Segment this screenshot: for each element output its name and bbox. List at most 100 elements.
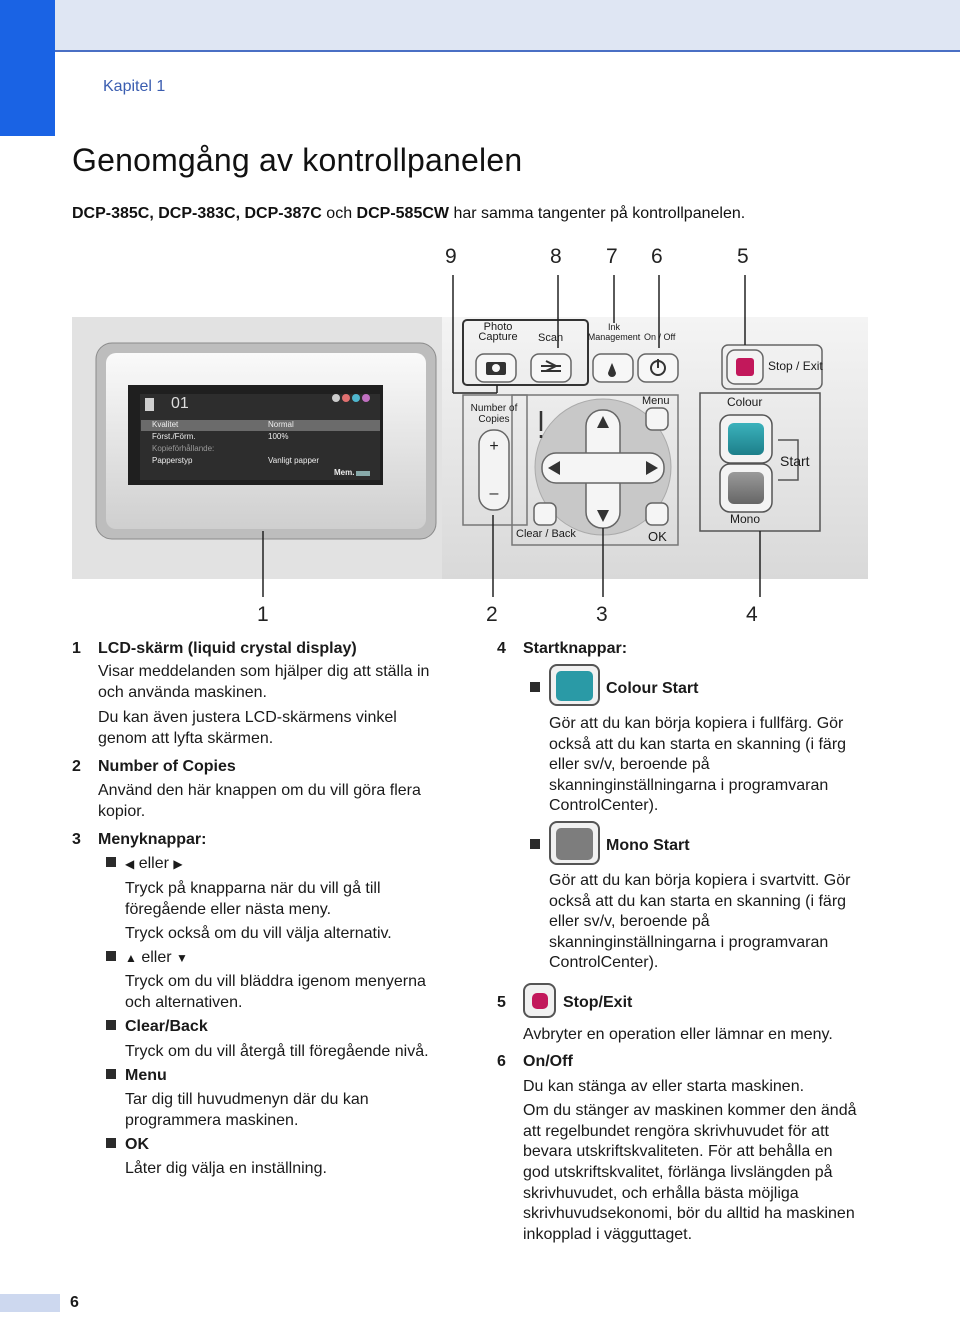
item-heading: Menu	[125, 1067, 167, 1084]
item-number: 4	[497, 640, 506, 657]
text-line: föregående eller nästa meny.	[125, 901, 332, 918]
text-line: eller sv/v, beroende på	[549, 756, 710, 773]
lcd-row-value: Normal	[268, 420, 294, 429]
intro-och: och	[321, 205, 357, 222]
text-line: Gör att du kan börja kopiera i svartvitt…	[549, 872, 851, 889]
svg-text:+: +	[489, 438, 498, 455]
item-heading: Colour Start	[606, 680, 699, 697]
right-arrow-icon: ▶	[173, 857, 183, 871]
mono-label: Mono	[730, 512, 761, 526]
item-heading: On/Off	[523, 1053, 573, 1070]
item-number: 6	[497, 1053, 506, 1070]
text-line: skrivhuvudet, och erhålla bästa möjliga	[523, 1185, 799, 1202]
text-line: att regelbundet rengöra skrivhuvudet för…	[523, 1123, 829, 1140]
text-line: också att du kan starta en skanning (i f…	[549, 736, 847, 753]
text-line: bevara utskriftskvaliteten. För att behå…	[523, 1143, 833, 1160]
text-line: programmera maskinen.	[125, 1112, 299, 1129]
chapter-tab	[0, 0, 55, 136]
text-line: skanninginställningarna i programvaran	[549, 934, 829, 951]
up-arrow-icon: ▲	[125, 951, 137, 965]
page-title: Genomgång av kontrollpanelen	[72, 142, 523, 178]
item-heading: LCD-skärm (liquid crystal display)	[98, 640, 357, 657]
scan-label: Scan	[538, 332, 564, 344]
text-line: eller sv/v, beroende på	[549, 913, 710, 930]
down-arrow-icon: ▼	[176, 951, 188, 965]
text-line: Låter dig välja en inställning.	[125, 1160, 327, 1177]
text-line: Avbryter en operation eller lämnar en me…	[523, 1026, 833, 1043]
callout-6: 6	[651, 245, 663, 268]
text-line: Tar dig till huvudmenyn där du kan	[125, 1091, 369, 1108]
lcd-row-label: Papperstyp	[152, 456, 193, 465]
item-number: 3	[72, 831, 81, 848]
text-line: Visar meddelanden som hjälper dig att st…	[98, 663, 430, 680]
callout-1: 1	[257, 603, 269, 626]
text-line: inkopplad i vägguttaget.	[523, 1226, 693, 1243]
page-number: 6	[70, 1294, 79, 1311]
text-line: Gör att du kan börja kopiera i fullfärg.…	[549, 715, 844, 732]
stop-exit-label: Stop / Exit	[768, 359, 823, 373]
bullet	[106, 857, 116, 867]
text-line: skrivhuvudsekonomi, bör du alltid ha mas…	[523, 1205, 855, 1222]
text-line: Om du stänger av maskinen kommer den änd…	[523, 1102, 857, 1119]
text-line: skanninginställningarna i programvaran	[549, 777, 829, 794]
lcd-number: 01	[171, 395, 189, 412]
text-line: god utskriftskvalitet, förlänga livsläng…	[523, 1164, 833, 1181]
svg-text:–: –	[490, 485, 499, 502]
menu-label: Menu	[642, 395, 670, 407]
lcd-row-value: 100%	[268, 432, 289, 441]
text-line: kopior.	[98, 803, 146, 820]
callout-4: 4	[746, 603, 758, 626]
bullet	[106, 951, 116, 961]
text-line: ControlCenter).	[549, 954, 659, 971]
text-line: ControlCenter).	[549, 797, 659, 814]
item-heading: Mono Start	[606, 837, 690, 854]
item-heading: Stop/Exit	[563, 994, 633, 1011]
lcd-row-label: Kvalitet	[152, 420, 179, 429]
lcd-row-label: Först./Förm.	[152, 432, 196, 441]
colour-start-icon	[549, 664, 600, 706]
lcd-mem: Mem.	[334, 468, 355, 477]
bullet	[106, 1138, 116, 1148]
intro-text: DCP-385C, DCP-383C, DCP-387C och DCP-585…	[72, 205, 745, 223]
text-eller: eller	[138, 855, 169, 872]
bullet	[106, 1020, 116, 1030]
colour-label: Colour	[727, 395, 763, 409]
intro-models: DCP-385C, DCP-383C, DCP-387C	[72, 205, 322, 222]
text-line: Tryck också om du vill välja alternativ.	[125, 925, 392, 942]
item-number: 5	[497, 994, 506, 1011]
text-line: Du kan även justera LCD-skärmens vinkel	[98, 709, 397, 726]
clear-back-label: Clear / Back	[516, 528, 576, 540]
item-number: 1	[72, 640, 81, 657]
ink-management-label: Ink Management	[587, 322, 641, 342]
footer-bar	[0, 1294, 60, 1312]
intro-model-last: DCP-585CW	[356, 205, 450, 222]
control-panel-illustration: + –	[72, 275, 868, 597]
text-eller: eller	[141, 949, 172, 966]
callout-3: 3	[596, 603, 608, 626]
control-panel-diagram: + – 9 8 7 6 5	[0, 235, 960, 635]
left-arrow-icon: ◀	[125, 857, 135, 871]
item-heading: Startknappar:	[523, 640, 628, 657]
header-rule	[0, 50, 960, 52]
photo-capture-label: Photo Capture	[478, 321, 518, 343]
item-heading: Number of Copies	[98, 758, 236, 775]
bullet	[530, 682, 540, 692]
callout-5: 5	[737, 245, 749, 268]
start-label: Start	[780, 453, 810, 469]
text-line: Tryck om du vill återgå till föregående …	[125, 1043, 429, 1060]
on-off-label: On / Off	[644, 332, 676, 342]
lcd-row-label: Kopieförhållande:	[152, 444, 215, 453]
item-heading: Clear/Back	[125, 1018, 208, 1035]
bullet	[106, 1069, 116, 1079]
mono-start-icon	[549, 821, 600, 865]
text-line: och alternativen.	[125, 994, 243, 1011]
stop-exit-icon	[523, 983, 556, 1018]
text-line: Du kan stänga av eller starta maskinen.	[523, 1078, 805, 1095]
callout-2: 2	[486, 603, 498, 626]
item-number: 2	[72, 758, 81, 775]
ok-label: OK	[648, 529, 667, 544]
lcd-row-value: Vanligt papper	[268, 456, 319, 465]
chapter-label: Kapitel 1	[103, 78, 166, 95]
callout-9: 9	[445, 245, 457, 268]
